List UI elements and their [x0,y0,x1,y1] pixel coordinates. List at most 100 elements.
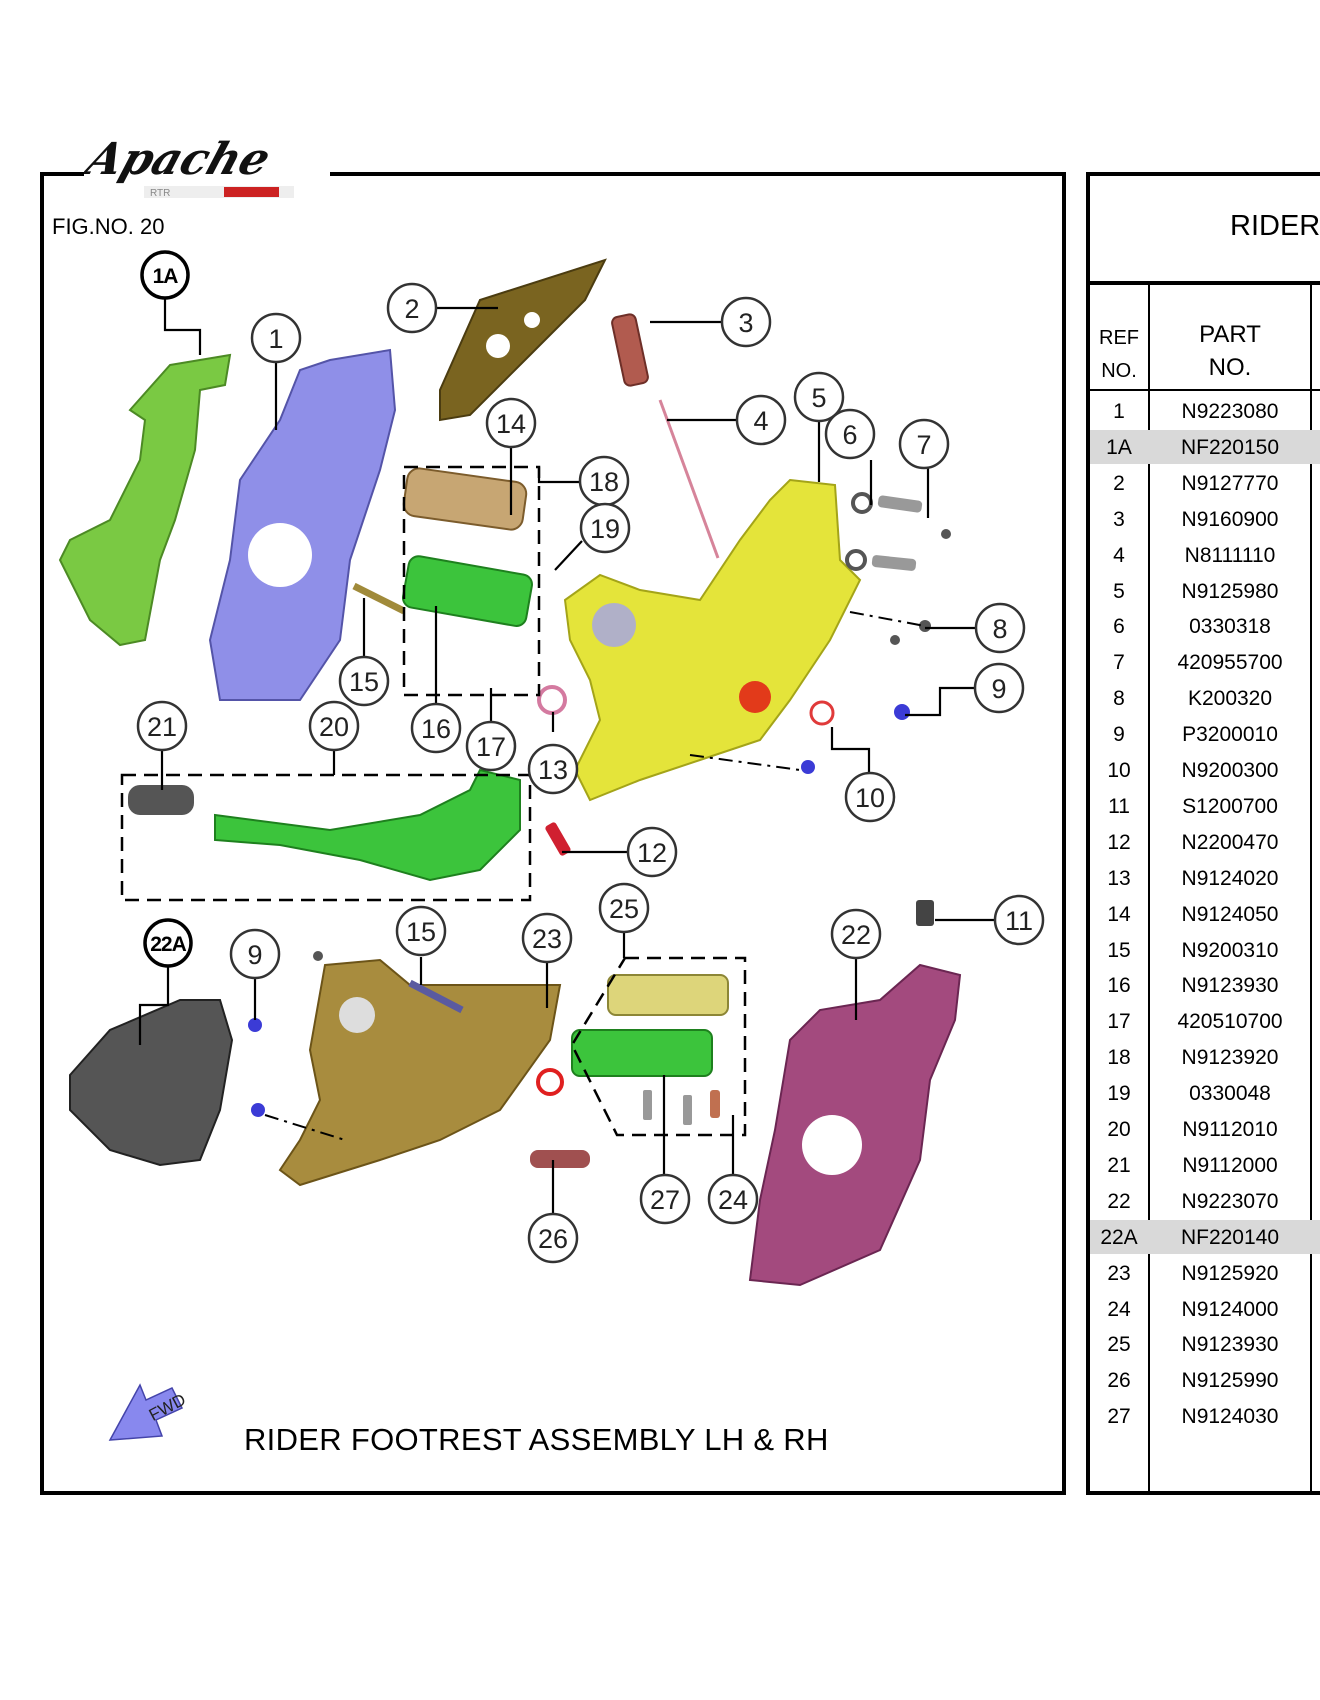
callout-label: 18 [589,467,619,497]
callout-26: 26 [527,1212,579,1264]
part-no-cell: N9160900 [1181,507,1279,531]
part-13-spring [537,685,567,715]
callout-label: 6 [842,420,857,450]
part-22-mount-plate [748,963,962,1287]
callout-label: 12 [637,838,667,868]
callout-label: 11 [1005,906,1033,936]
callout-14: 14 [485,397,537,449]
part-no-cell: N8111110 [1184,543,1276,567]
callout-label: 19 [590,514,620,544]
callout-label: 16 [421,714,451,744]
table-row: 26 N9125990 [1090,1363,1320,1397]
figure-number: FIG.NO. 20 [52,214,165,239]
callout-label: 23 [532,924,562,954]
part-15-pin [352,582,406,615]
part-no-cell: N9124030 [1181,1405,1279,1429]
ref-no-cell: 16 [1107,974,1131,998]
part-no-cell: NF220140 [1180,1225,1280,1249]
ref-no-cell: 8 [1113,687,1125,711]
callout-label: 15 [406,917,436,947]
part-no-cell: N9124050 [1181,902,1279,926]
callout-1a: 1A [140,250,190,300]
ref-no-cell: 20 [1107,1118,1131,1141]
part-27-bolt [643,1090,652,1120]
callout-label: 22 [841,920,871,950]
part-no-cell: N9125920 [1181,1261,1279,1285]
callout-23: 23 [521,912,573,964]
part-no-cell: NF220150 [1180,435,1280,459]
ref-no-cell: 22 [1107,1189,1131,1213]
callout-10: 10 [844,771,896,823]
ref-no-cell: 26 [1107,1369,1131,1393]
part-no-cell: K200320 [1187,687,1273,711]
callout-label: 20 [319,712,349,742]
ref-no-cell: 22A [1100,1225,1138,1249]
part-16-footrest-peg [402,555,533,627]
part-20-shift-lever [214,768,521,882]
callout-19: 19 [579,502,631,554]
part-24-pin [710,1090,720,1118]
part-no-cell: N9125990 [1181,1369,1279,1393]
callout-9: 9 [229,928,281,980]
fwd-arrow-icon: FWD [108,1383,189,1441]
part-1a-bracket [58,353,232,647]
part-no-cell: N2200470 [1181,830,1279,854]
svg-text:Apache: Apache [84,136,277,185]
callout-label: 17 [476,732,506,762]
ref-no-cell: 3 [1113,507,1125,531]
ref-no-cell: 21 [1107,1153,1131,1177]
part-26-pivot-pin [530,1150,590,1168]
part-2-heel-guard [439,258,607,422]
callout-label: 22A [150,933,186,956]
callout-25: 25 [598,882,650,934]
callout-label: 26 [538,1224,568,1254]
part-no-cell: 420955700 [1177,651,1283,675]
ref-no-cell: 9 [1113,723,1125,747]
callout-label: 7 [916,430,931,460]
callout-27: 27 [639,1173,691,1225]
part-12-bolt [545,822,571,856]
callout-15: 15 [395,905,447,957]
part-no-cell: N9112000 [1182,1153,1278,1177]
callout-label: 14 [496,409,526,439]
callout-22: 22 [830,908,882,960]
ref-no-cell: 7 [1113,651,1125,675]
callout-label: 2 [404,294,419,324]
callout-11: 11 [993,894,1045,946]
ref-no-cell: 13 [1107,866,1131,890]
part-7-bolt [877,495,923,513]
callout-label: 9 [247,940,262,970]
callout-15: 15 [338,655,390,707]
callout-24: 24 [707,1173,759,1225]
callout-label: 15 [349,667,379,697]
svg-text:RTR: RTR [150,188,170,199]
callout-17: 17 [465,720,517,772]
ref-no-cell: 5 [1113,579,1125,603]
part-14-footrest-rubber [402,467,528,531]
callout-3: 3 [720,296,772,348]
part-9-screw [894,704,910,720]
part-no-cell: N9127770 [1181,471,1279,495]
callout-20: 20 [308,700,360,752]
callout-label: 21 [147,712,177,742]
table-row: 3 N9160900 [1090,502,1320,536]
callout-label: 8 [992,614,1007,644]
callout-9: 9 [973,662,1025,714]
table-title-divider [1086,281,1320,285]
part-21-lever-rubber [128,785,194,815]
part-no-cell: N9124000 [1181,1297,1279,1321]
